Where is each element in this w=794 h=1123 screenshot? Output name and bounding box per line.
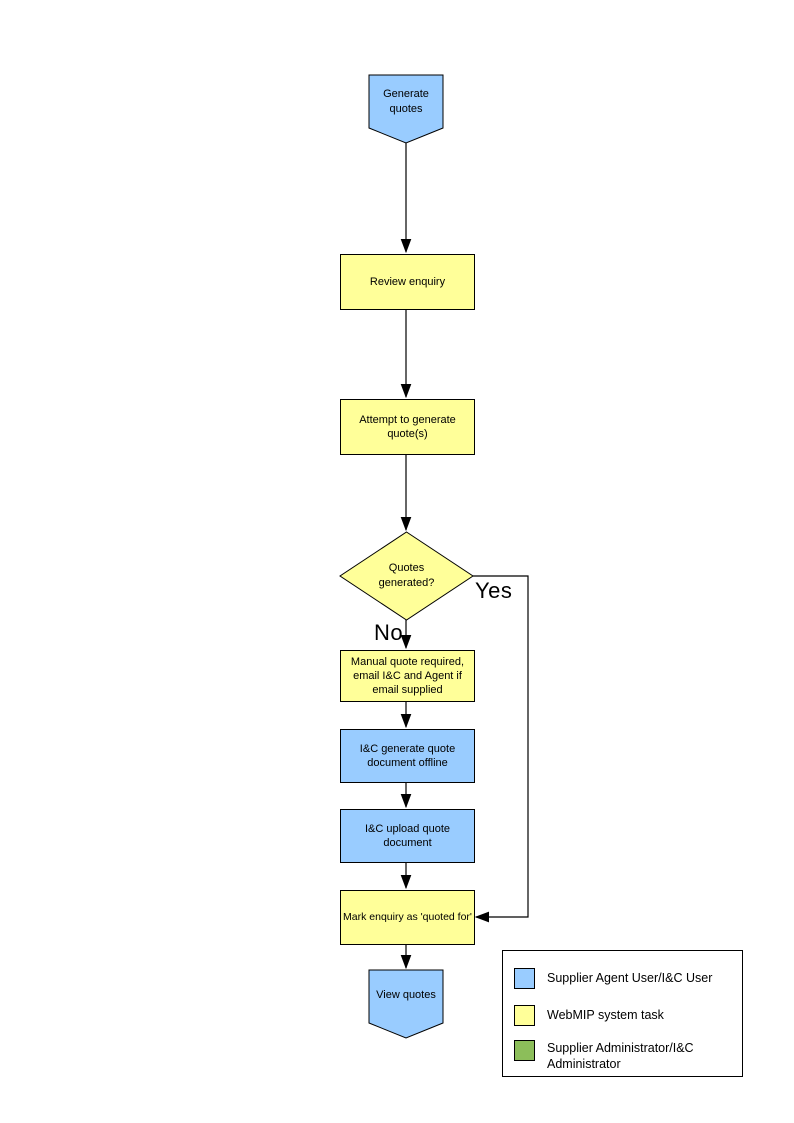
node-ic-generate-quote-offline: I&C generate quote document offline — [340, 729, 475, 783]
legend-swatch-green — [514, 1040, 535, 1061]
node-manual-quote-required: Manual quote required, email I&C and Age… — [340, 650, 475, 702]
legend-box: Supplier Agent User/I&C User WebMIP syst… — [502, 950, 743, 1077]
node-mark-enquiry-quoted-for: Mark enquiry as 'quoted for' — [340, 890, 475, 945]
legend-item-webmip-system-task: WebMIP system task — [514, 1005, 737, 1026]
legend-label: Supplier Agent User/I&C User — [547, 971, 713, 986]
legend-swatch-yellow — [514, 1005, 535, 1026]
decision-label: Quotes generated? — [378, 562, 435, 589]
legend-swatch-blue — [514, 968, 535, 989]
branch-label-no: No — [374, 620, 404, 645]
node-ic-upload-quote-document: I&C upload quote document — [340, 809, 475, 863]
legend-label: Supplier Administrator/I&C Administrator — [547, 1041, 694, 1072]
connector-decision-yes-to-mark — [473, 575, 529, 923]
legend-label: WebMIP system task — [547, 1008, 664, 1023]
legend-item-supplier-administrator: Supplier Administrator/I&C Administrator — [514, 1040, 737, 1073]
node-review-enquiry: Review enquiry — [340, 254, 475, 310]
legend-item-supplier-agent-user: Supplier Agent User/I&C User — [514, 968, 737, 989]
branch-label-yes: Yes — [475, 578, 513, 603]
node-attempt-generate-quotes: Attempt to generate quote(s) — [340, 399, 475, 455]
start-terminator-label: Generate quotes — [383, 88, 429, 115]
end-terminator-label: View quotes — [376, 988, 436, 1001]
